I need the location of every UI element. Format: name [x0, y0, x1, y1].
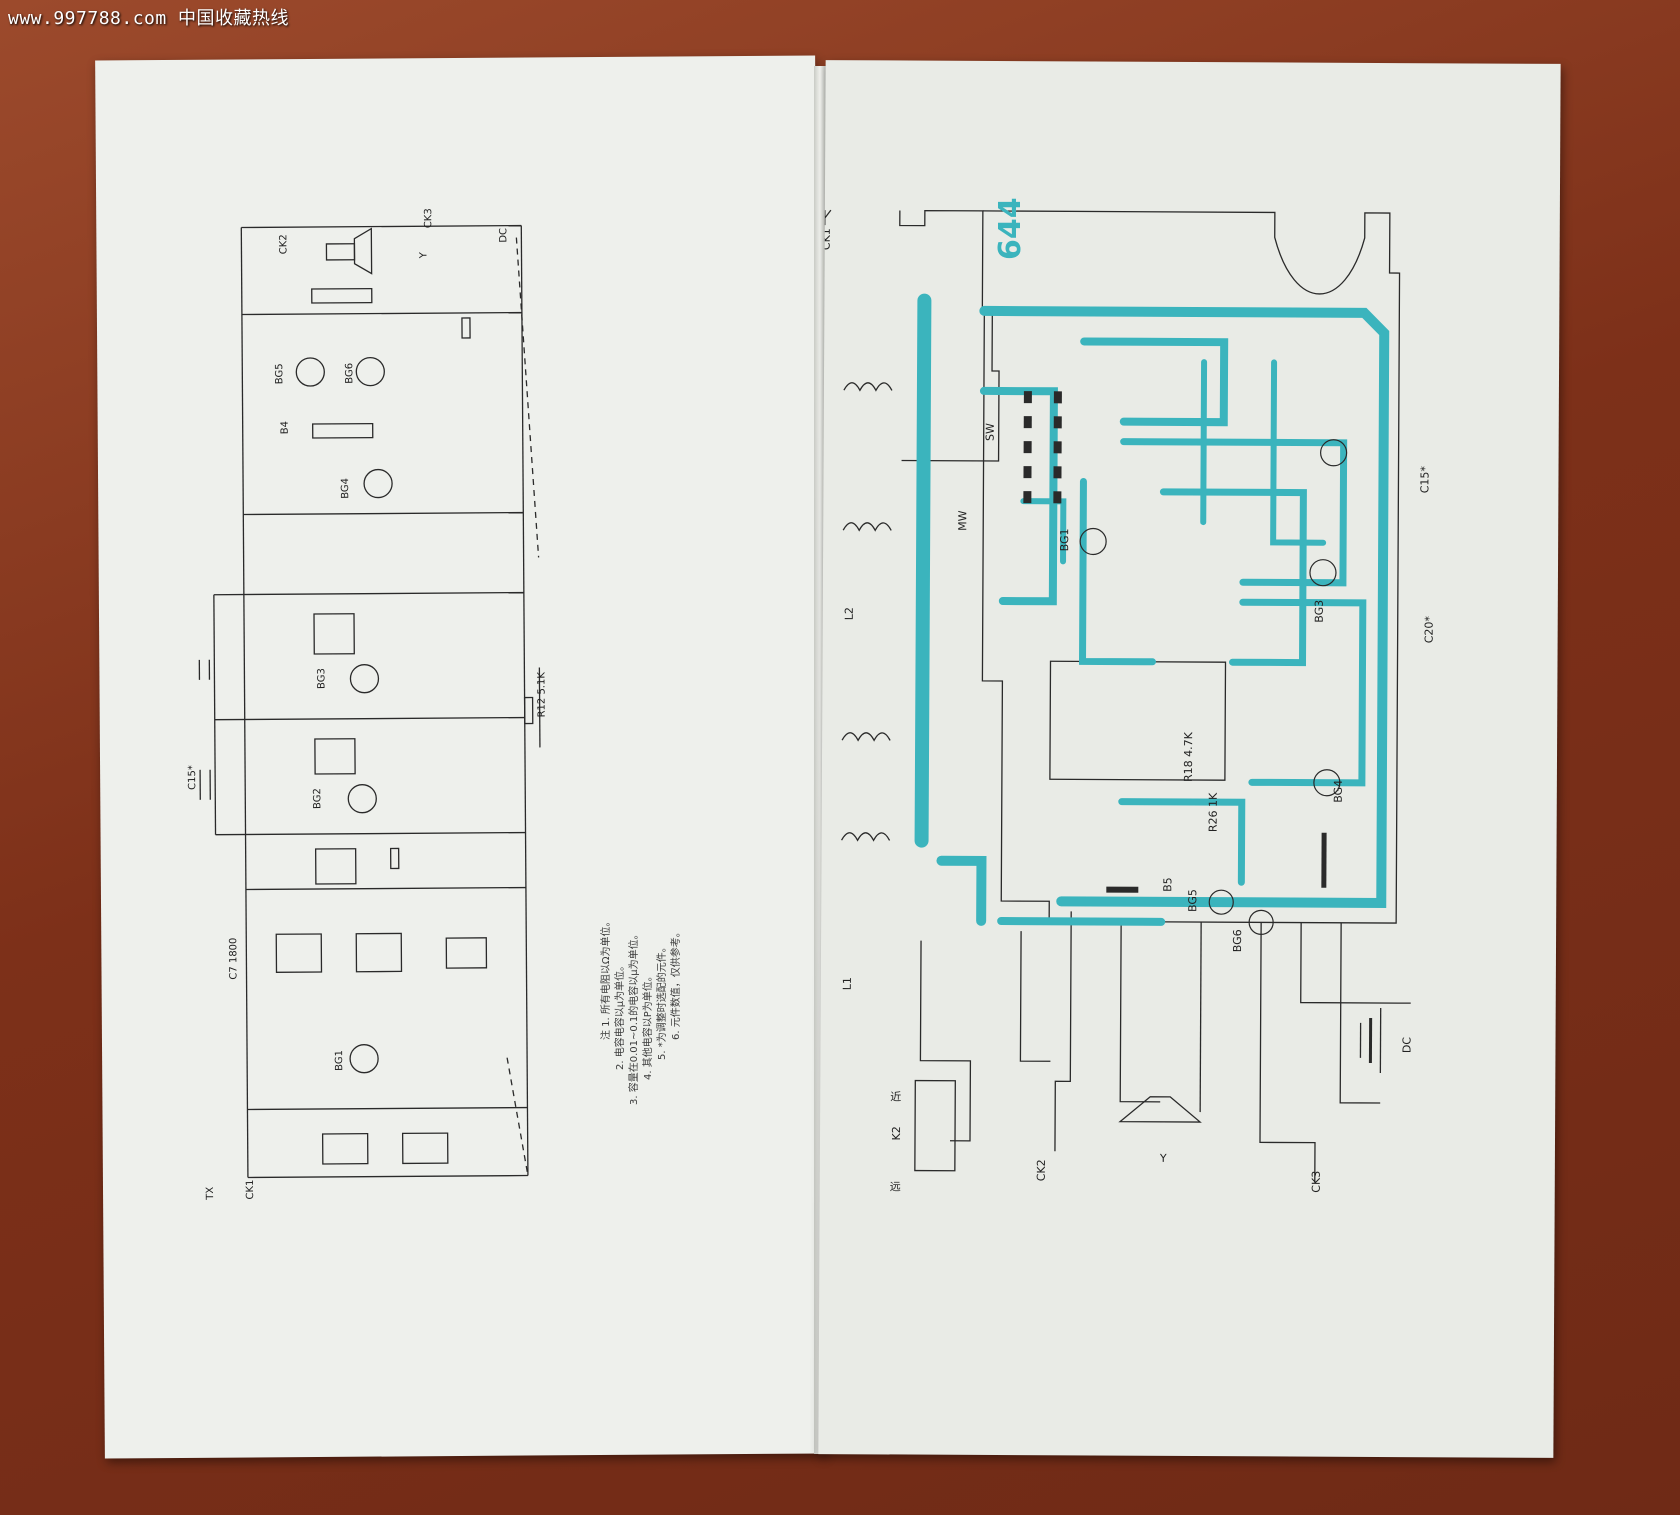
bg4-label: BG4 [340, 478, 351, 499]
c15-label: C15* [187, 765, 198, 790]
pcb-b5-label: B5 [1161, 877, 1174, 892]
note-1: 注 1. 所有电阻以Ω为单位。 [601, 916, 612, 1040]
b4-label: B4 [280, 421, 291, 434]
bg5-label: BG5 [274, 363, 285, 384]
pcb-drawing: TX CK1 L2 L1 MW SW K2 近 远 CK2 Y CK3 DC C… [818, 209, 1436, 1193]
r12-label: R12 5.1K [536, 672, 547, 718]
pcb-l1-label: L1 [841, 977, 854, 990]
pcb-bg3-label: BG3 [1313, 600, 1326, 623]
pcb-r26-label: R26 1K [1207, 792, 1220, 832]
pcb-r18-label: R18 4.7K [1182, 731, 1195, 782]
bg2-label: BG2 [312, 788, 323, 809]
c7-label: C7 1800 [228, 938, 239, 980]
note-3: 3. 容量在0.01~0.1的电容以μ为单位。 [629, 929, 640, 1105]
ck1-label: CK1 [245, 1180, 256, 1200]
ck3-label: CK3 [423, 208, 434, 228]
pcb-sw-label: SW [984, 423, 997, 441]
tx-label: TX [205, 1187, 216, 1201]
pcb-c15-label: C15* [1418, 466, 1431, 494]
note-2: 2. 电容电容以μ为单位。 [615, 960, 626, 1070]
pcb-near-label: 近 [890, 1090, 901, 1103]
pcb-mw-label: MW [956, 510, 969, 531]
pcb-l2-label: L2 [843, 607, 856, 620]
pcb-bg6-label: BG6 [1231, 929, 1244, 952]
pcb-bg5-label: BG5 [1186, 889, 1199, 912]
pcb-dc-label: DC [1400, 1037, 1413, 1054]
watermark: www.997788.com 中国收藏热线 [8, 8, 290, 29]
notes-block: 注 1. 所有电阻以Ω为单位。 2. 电容电容以μ为单位。 3. 容量在0.01… [597, 890, 717, 1130]
ck2-label: CK2 [278, 234, 289, 254]
note-6: 6. 元件数值，仅供参考。 [671, 927, 682, 1040]
dc-label: DC [498, 228, 509, 243]
pcb-bg4-label: BG4 [1332, 780, 1345, 803]
bg6-label: BG6 [344, 363, 355, 384]
pcb-far-label: 远 [890, 1180, 901, 1193]
note-4: 4. 其他电容以P为单位。 [643, 971, 654, 1080]
left-page-schematic: TX CK1 BG1 BG2 BG3 BG4 BG5 BG6 B4 R12 5.… [95, 55, 825, 1459]
pcb-y-label: Y [1159, 1152, 1167, 1165]
y-label: Y [418, 251, 429, 259]
pcb-bg1-label: BG1 [1058, 528, 1071, 551]
schematic-drawing: TX CK1 BG1 BG2 BG3 BG4 BG5 BG6 B4 R12 5.… [187, 208, 548, 1201]
right-page-pcb: TX CK1 L2 L1 MW SW K2 近 远 CK2 Y CK3 DC C… [818, 60, 1561, 1458]
pcb-ck2-label: CK2 [1035, 1159, 1048, 1181]
pcb-c20-label: C20* [1423, 616, 1436, 644]
bg3-label: BG3 [316, 668, 327, 689]
pcb-ck3-label: CK3 [1310, 1171, 1323, 1193]
pcb-k2-label: K2 [890, 1126, 903, 1140]
bg1-label: BG1 [334, 1050, 345, 1071]
model-number: 644 [993, 197, 1028, 260]
note-5: 5. *为调整时选配的元件。 [657, 942, 668, 1060]
